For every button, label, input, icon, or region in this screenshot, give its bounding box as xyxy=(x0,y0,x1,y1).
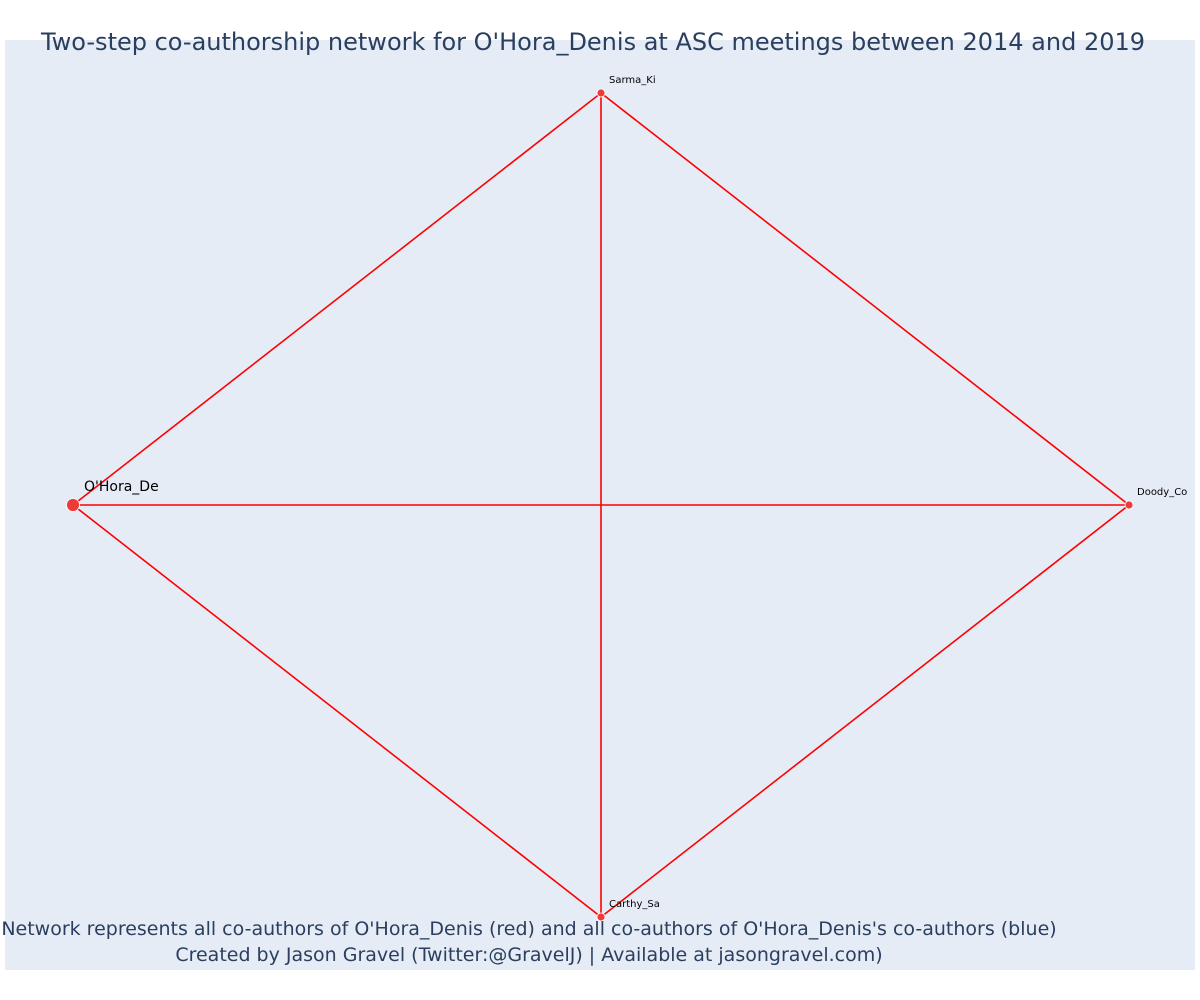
edges-layer xyxy=(72,92,1130,918)
node-carthy[interactable] xyxy=(596,912,606,922)
node-sarma[interactable] xyxy=(596,88,606,98)
edge-sarma-doody xyxy=(600,92,1130,506)
edge-ohora-sarma xyxy=(72,92,602,506)
node-label-carthy: Carthy_Sa xyxy=(609,899,660,910)
node-label-ohora: O'Hora_De xyxy=(84,479,159,495)
edge-ohora-carthy xyxy=(72,504,602,918)
node-label-sarma: Sarma_Ki xyxy=(609,75,656,86)
nodes-layer xyxy=(66,88,1134,922)
node-doody[interactable] xyxy=(1124,500,1134,510)
edge-doody-carthy xyxy=(600,504,1130,918)
caption-description: Network represents all co-authors of O'H… xyxy=(1,918,1057,940)
node-label-doody: Doody_Co xyxy=(1137,487,1187,498)
chart-title: Two-step co-authorship network for O'Hor… xyxy=(40,28,1146,56)
node-ohora[interactable] xyxy=(66,498,80,512)
caption-credit: Created by Jason Gravel (Twitter:@Gravel… xyxy=(175,944,883,966)
